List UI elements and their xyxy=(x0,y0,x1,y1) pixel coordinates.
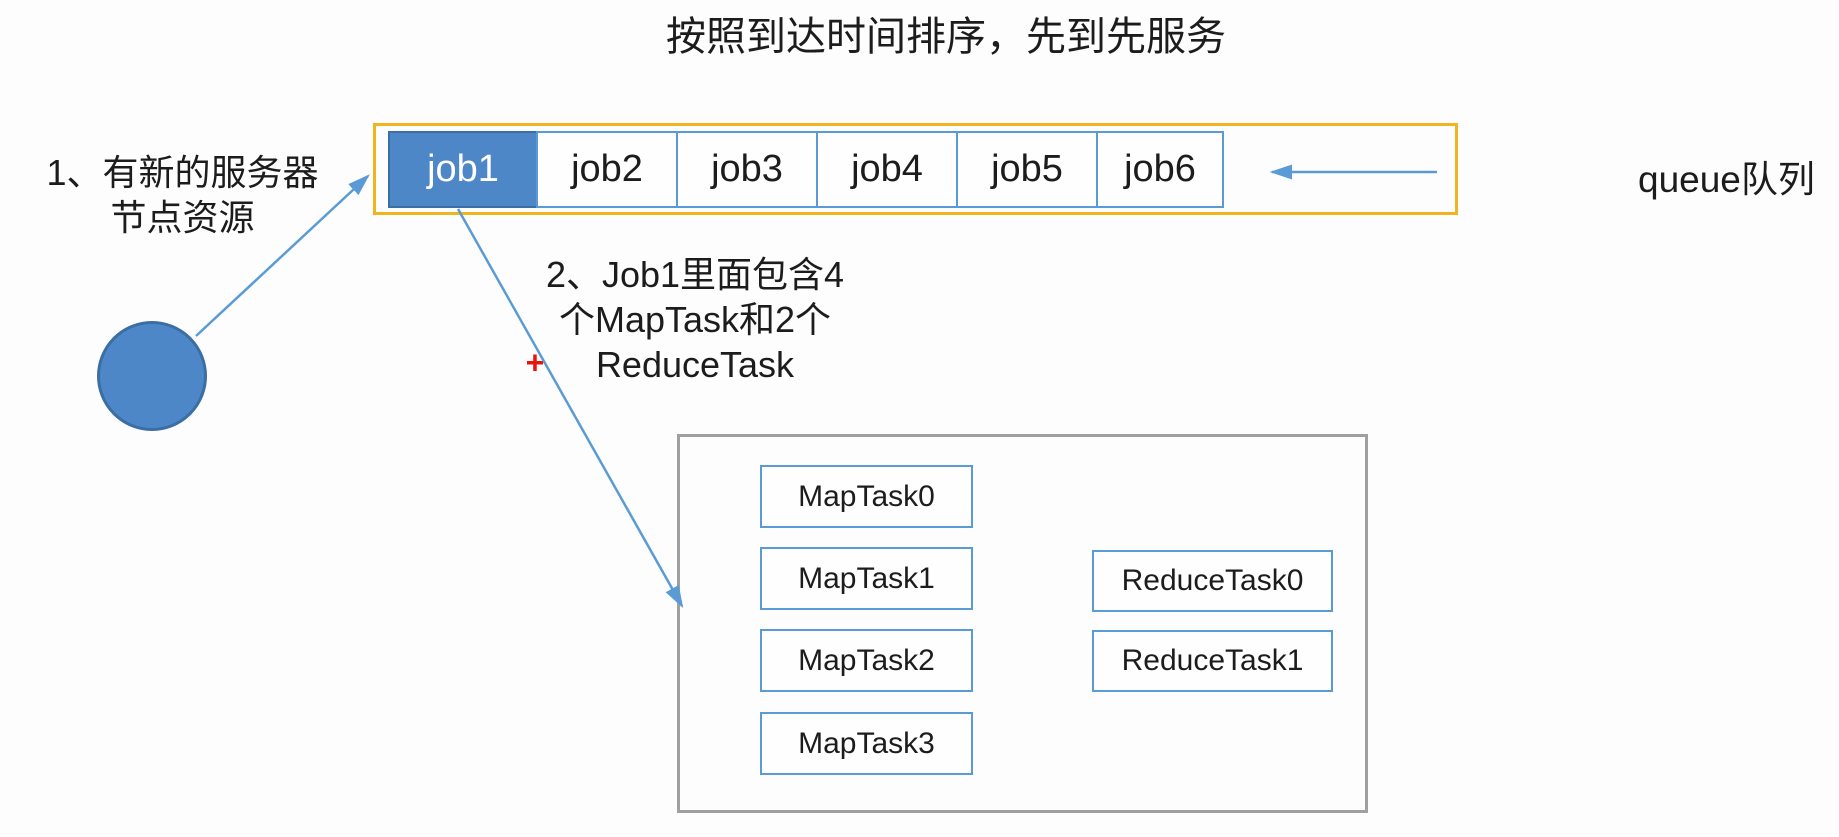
annotation-job1-contents-line3: ReduceTask xyxy=(595,344,795,385)
queue-job-box-job4: job4 xyxy=(816,131,958,208)
server-node-circle xyxy=(97,321,207,431)
annotation-job1-contents-line2: 个MapTask和2个 xyxy=(558,299,832,340)
job-queue-row: job1 job2 job3 job4 job5 job6 xyxy=(388,131,1224,208)
reduce-task-box: ReduceTask1 xyxy=(1092,630,1333,692)
annotation-job1-contents-line1: 2、Job1里面包含4 xyxy=(545,254,845,295)
queue-job-box-job3: job3 xyxy=(676,131,818,208)
queue-label: queue队列 xyxy=(1638,159,1815,200)
annotation-new-node-resource: 1、有新的服务器 节点资源 xyxy=(25,150,340,240)
queue-job-box-job5: job5 xyxy=(956,131,1098,208)
slide-title: 按照到达时间排序，先到先服务 xyxy=(666,15,1226,59)
queue-outline-box xyxy=(373,123,1458,215)
annotation-new-node-resource-line2: 节点资源 xyxy=(110,197,255,238)
queue-job-box-job6: job6 xyxy=(1096,131,1224,208)
job1-detail-box xyxy=(677,434,1368,813)
annotation-new-node-resource-line1: 1、有新的服务器 xyxy=(46,152,319,193)
map-task-box: MapTask2 xyxy=(760,629,973,692)
queue-job-box-job2: job2 xyxy=(536,131,678,208)
map-task-box: MapTask1 xyxy=(760,547,973,610)
reduce-task-box: ReduceTask0 xyxy=(1092,550,1333,612)
map-task-box: MapTask3 xyxy=(760,712,973,775)
annotation-job1-contents: 2、Job1里面包含4 个MapTask和2个 ReduceTask xyxy=(530,252,860,387)
map-task-box: MapTask0 xyxy=(760,465,973,528)
plus-marker: + xyxy=(525,344,545,381)
queue-job-box-job1: job1 xyxy=(388,131,538,208)
